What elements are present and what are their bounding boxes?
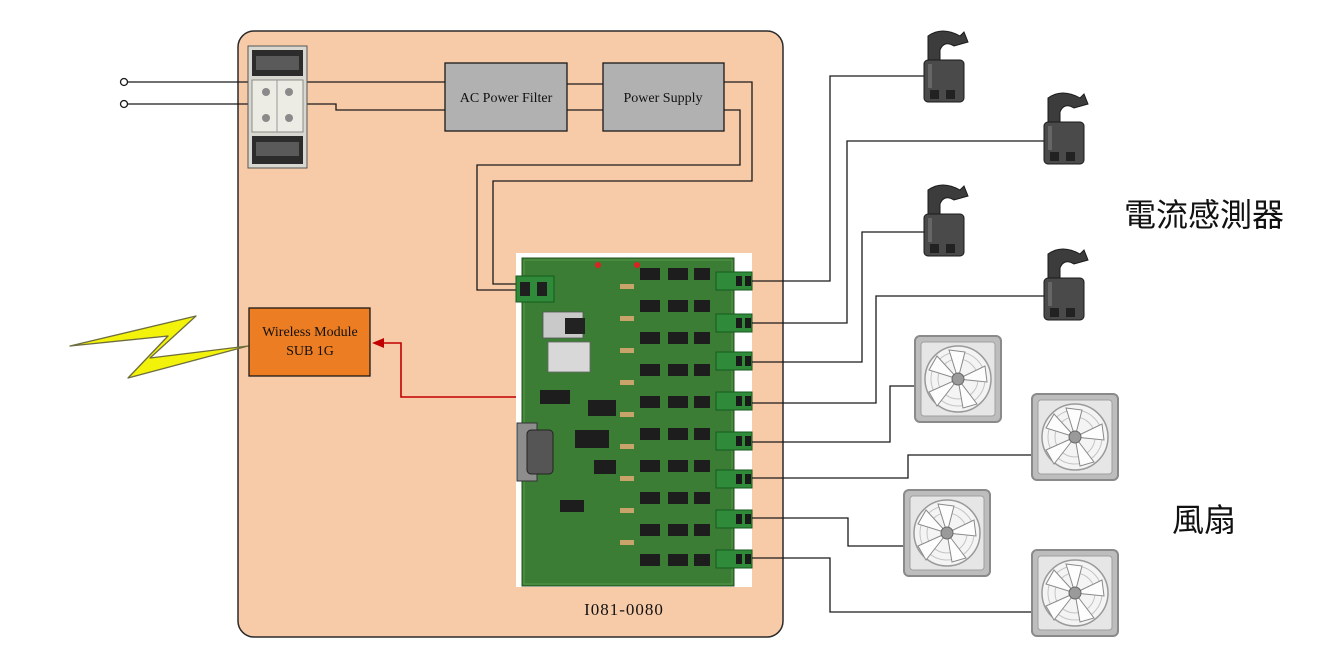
data-link-arrow bbox=[372, 338, 532, 402]
fan-icon bbox=[903, 489, 991, 577]
wireless-module-block: Wireless Module SUB 1G bbox=[248, 307, 371, 377]
fan-icon bbox=[1031, 549, 1119, 637]
wireless-module-sub-label: SUB 1G bbox=[286, 344, 334, 359]
ac-power-filter-block: AC Power Filter bbox=[444, 62, 568, 132]
current-sensor-icon bbox=[923, 30, 969, 103]
ac-power-filter-label: AC Power Filter bbox=[460, 91, 553, 106]
pcb-board-icon bbox=[515, 253, 753, 587]
power-supply-label: Power Supply bbox=[624, 91, 703, 106]
power-supply-block: Power Supply bbox=[602, 62, 725, 132]
output-wires bbox=[752, 75, 1046, 613]
current-sensor-group-label: 電流感測器 bbox=[1124, 196, 1284, 234]
terminal-block-icon bbox=[247, 45, 308, 169]
current-sensor-icon bbox=[923, 184, 969, 257]
lightning-bolt-icon bbox=[69, 315, 249, 379]
fan-group-label: 風扇 bbox=[1172, 501, 1236, 539]
fan-icon bbox=[1031, 393, 1119, 481]
wireless-module-label: Wireless Module bbox=[262, 325, 357, 340]
current-sensor-icon bbox=[1043, 92, 1089, 165]
ac-input-lines bbox=[119, 77, 753, 291]
current-sensor-icon bbox=[1043, 248, 1089, 321]
board-model-label: I081-0080 bbox=[584, 600, 664, 619]
fan-icon bbox=[914, 335, 1002, 423]
